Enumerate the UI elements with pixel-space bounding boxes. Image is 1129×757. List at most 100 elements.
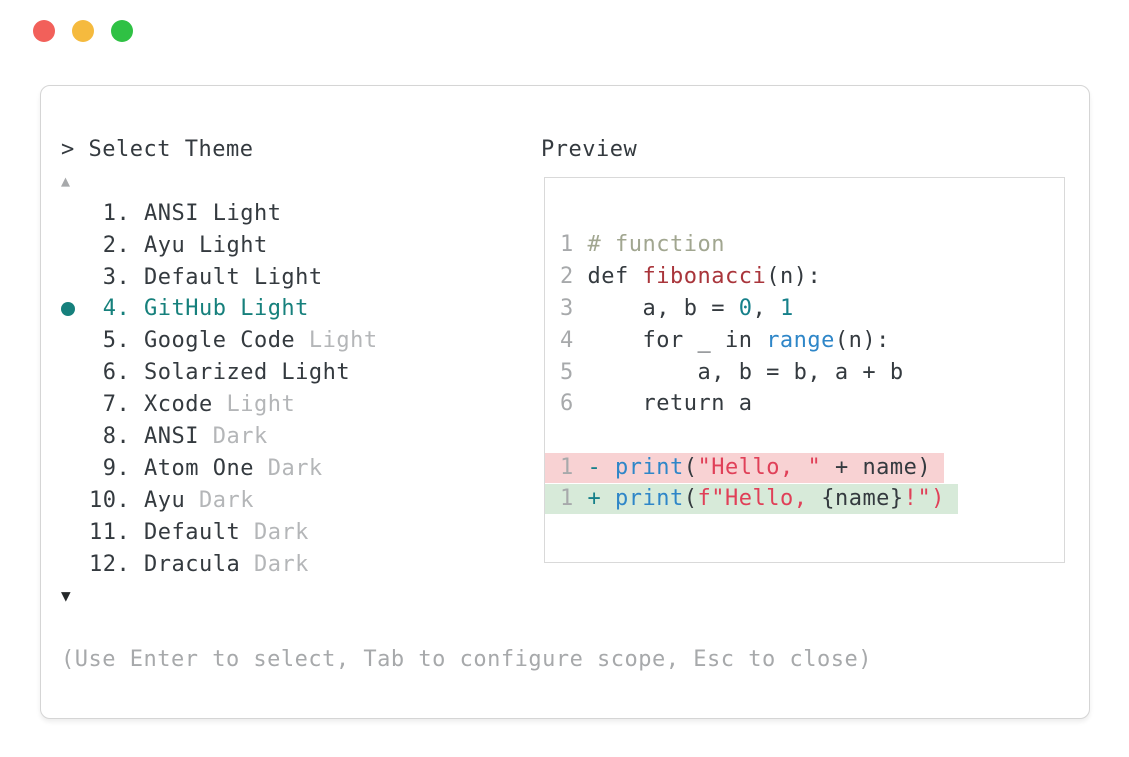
code-token-string: ! — [903, 486, 918, 512]
theme-item-variant: Light — [295, 328, 378, 354]
theme-item-number: 3. — [89, 264, 144, 290]
code-token-ln: 5 — [560, 359, 588, 385]
code-line: 4 for _ in range(n): — [545, 325, 1064, 357]
theme-item-label: Default Light — [143, 264, 323, 290]
code-token-builtin: range — [766, 327, 835, 353]
theme-picker-pane: > Select Theme ▲ 1. ANSI Light 2. Ayu Li… — [61, 134, 872, 676]
code-token-ln: 1 — [560, 486, 588, 512]
preview-title: Preview — [541, 137, 638, 162]
code-token-text: (n): — [766, 263, 822, 289]
theme-item-number: 12. — [89, 551, 144, 577]
theme-list-item[interactable]: 6. Solarized Light — [61, 357, 872, 389]
code-token-ln: 1 — [560, 455, 588, 481]
code-token-text: {name} — [821, 486, 904, 512]
theme-item-number: 6. — [89, 360, 144, 386]
theme-item-number: 9. — [89, 455, 144, 481]
theme-item-label: ANSI — [143, 424, 199, 450]
prompt-caret: > — [61, 137, 89, 162]
code-token-ln: 4 — [560, 327, 588, 353]
theme-item-label: Default — [143, 519, 241, 545]
theme-item-label: Ayu — [143, 487, 186, 513]
theme-item-label: Solarized Light — [143, 360, 351, 386]
theme-list-item[interactable]: 3. Default Light — [61, 262, 872, 294]
theme-item-variant: Dark — [240, 519, 309, 545]
theme-list-item[interactable]: 7. Xcode Light — [61, 389, 872, 421]
theme-item-label: GitHub Light — [143, 296, 309, 322]
code-token-ln: 2 — [560, 263, 588, 289]
theme-item-label: Xcode — [143, 392, 213, 418]
theme-item-variant: Dark — [240, 551, 309, 577]
code-token-string: ") — [917, 486, 945, 512]
theme-item-number: 8. — [89, 424, 144, 450]
help-text: (Use Enter to select, Tab to configure s… — [61, 647, 872, 673]
code-token-sign: - — [587, 455, 615, 481]
theme-item-number: 2. — [89, 232, 144, 258]
diff-line-removed: 1 - print("Hello, " + name) — [545, 453, 945, 484]
theme-item-variant: Light — [212, 392, 296, 418]
theme-list-item[interactable]: 8. ANSI Dark — [61, 421, 872, 453]
theme-item-number: 7. — [89, 392, 144, 418]
theme-item-variant: Dark — [198, 424, 268, 450]
code-token-func: fibonacci — [642, 263, 767, 289]
theme-item-label: Dracula — [143, 551, 241, 577]
scroll-up-indicator[interactable]: ▲ — [61, 171, 71, 190]
theme-item-number: 11. — [89, 519, 144, 545]
theme-item-variant: Dark — [185, 487, 254, 513]
theme-item-label: ANSI Light — [143, 200, 282, 226]
diff-line-added: 1 + print(f"Hello, {name}!") — [545, 484, 958, 515]
theme-list-item[interactable]: 5. Google Code Light — [61, 325, 872, 357]
theme-list: 1. ANSI Light 2. Ayu Light 3. Default Li… — [61, 198, 872, 581]
close-window-button[interactable] — [33, 20, 55, 42]
code-token-builtin: print — [615, 486, 684, 512]
code-token-text: a, b = b, a + b — [587, 359, 904, 385]
code-token-ln: 3 — [560, 295, 588, 321]
theme-list-item[interactable]: 12. Dracula Dark — [61, 549, 872, 581]
code-token-builtin: print — [615, 455, 684, 481]
theme-item-variant: Dark — [253, 455, 323, 481]
code-line: 1 # function — [545, 229, 1064, 261]
spacer-row — [61, 612, 872, 644]
window-controls — [33, 20, 133, 42]
theme-picker-window: > Select Theme ▲ 1. ANSI Light 2. Ayu Li… — [40, 85, 1090, 719]
code-token-text: + name) — [821, 455, 932, 481]
code-token-text: (n): — [834, 327, 890, 353]
code-token-text: ( — [683, 486, 698, 512]
picker-title-row: > Select Theme — [61, 134, 872, 166]
theme-item-number: 1. — [89, 200, 144, 226]
code-token-ln: 1 — [560, 232, 588, 257]
code-line: 6 return a — [545, 388, 1064, 420]
picker-title: Select Theme — [88, 137, 254, 162]
theme-list-item[interactable]: 4. GitHub Light — [61, 293, 872, 325]
code-token-ln: 6 — [560, 391, 588, 417]
theme-item-label: Ayu Light — [143, 232, 268, 258]
code-line: 2 def fibonacci(n): — [545, 261, 1064, 293]
theme-item-label: Google Code — [143, 328, 296, 354]
code-token-comment: # function — [587, 232, 725, 257]
theme-list-item[interactable]: 10. Ayu Dark — [61, 485, 872, 517]
code-token-text: def — [587, 263, 643, 289]
theme-list-item[interactable]: 2. Ayu Light — [61, 230, 872, 262]
code-token-number: 0 — [738, 295, 753, 321]
code-token-number: 1 — [779, 295, 794, 321]
selected-bullet-icon — [61, 302, 75, 317]
code-token-text: a, b = — [587, 295, 739, 321]
theme-item-number: 10. — [89, 487, 144, 513]
code-token-text: , — [752, 295, 780, 321]
theme-item-label: Atom One — [143, 455, 254, 481]
code-token-sign: + — [587, 486, 615, 512]
zoom-window-button[interactable] — [111, 20, 133, 42]
theme-list-item[interactable]: 11. Default Dark — [61, 517, 872, 549]
theme-list-item[interactable]: 9. Atom One Dark — [61, 453, 872, 485]
scroll-down-indicator[interactable]: ▼ — [61, 586, 72, 606]
code-line — [545, 420, 1064, 452]
code-token-text: for _ in — [587, 327, 767, 353]
code-token-text: ( — [683, 455, 698, 481]
code-token-text: return a — [587, 391, 753, 417]
code-token-string: "Hello, " — [697, 455, 822, 481]
theme-list-item[interactable]: 1. ANSI Light — [61, 198, 872, 230]
minimize-window-button[interactable] — [72, 20, 94, 42]
code-token-string: f"Hello, — [697, 486, 822, 512]
